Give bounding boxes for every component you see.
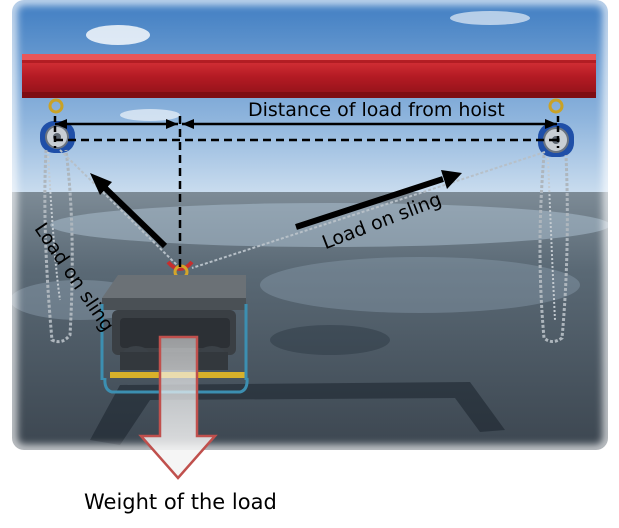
cloud (450, 11, 530, 25)
right-sling-load-arrow (295, 170, 462, 230)
left-chain-hoist (40, 98, 75, 344)
puddle-reflection (50, 203, 608, 247)
background-photo (12, 0, 608, 450)
distance-dimension-lines (53, 116, 560, 268)
puddle-reflection (260, 257, 580, 313)
left-sling-chain (59, 149, 181, 269)
photo-frame (7, 0, 613, 455)
distance-arrowhead-left (55, 119, 67, 129)
weight-arrow (138, 335, 218, 480)
distance-arrowhead-center-left (166, 119, 178, 129)
cloud (120, 109, 180, 121)
sling-hooks (166, 260, 194, 271)
weight-label: Weight of the load (84, 490, 277, 514)
right-sling-chain (191, 151, 546, 269)
distance-arrowhead-right (545, 119, 557, 129)
puddle-reflection (270, 325, 390, 355)
i-beam (22, 54, 596, 98)
distance-arrowhead-center-right (182, 119, 194, 129)
cloud (86, 25, 150, 45)
left-sling-load-arrow (90, 173, 168, 249)
distance-label: Distance of load from hoist (248, 99, 505, 121)
